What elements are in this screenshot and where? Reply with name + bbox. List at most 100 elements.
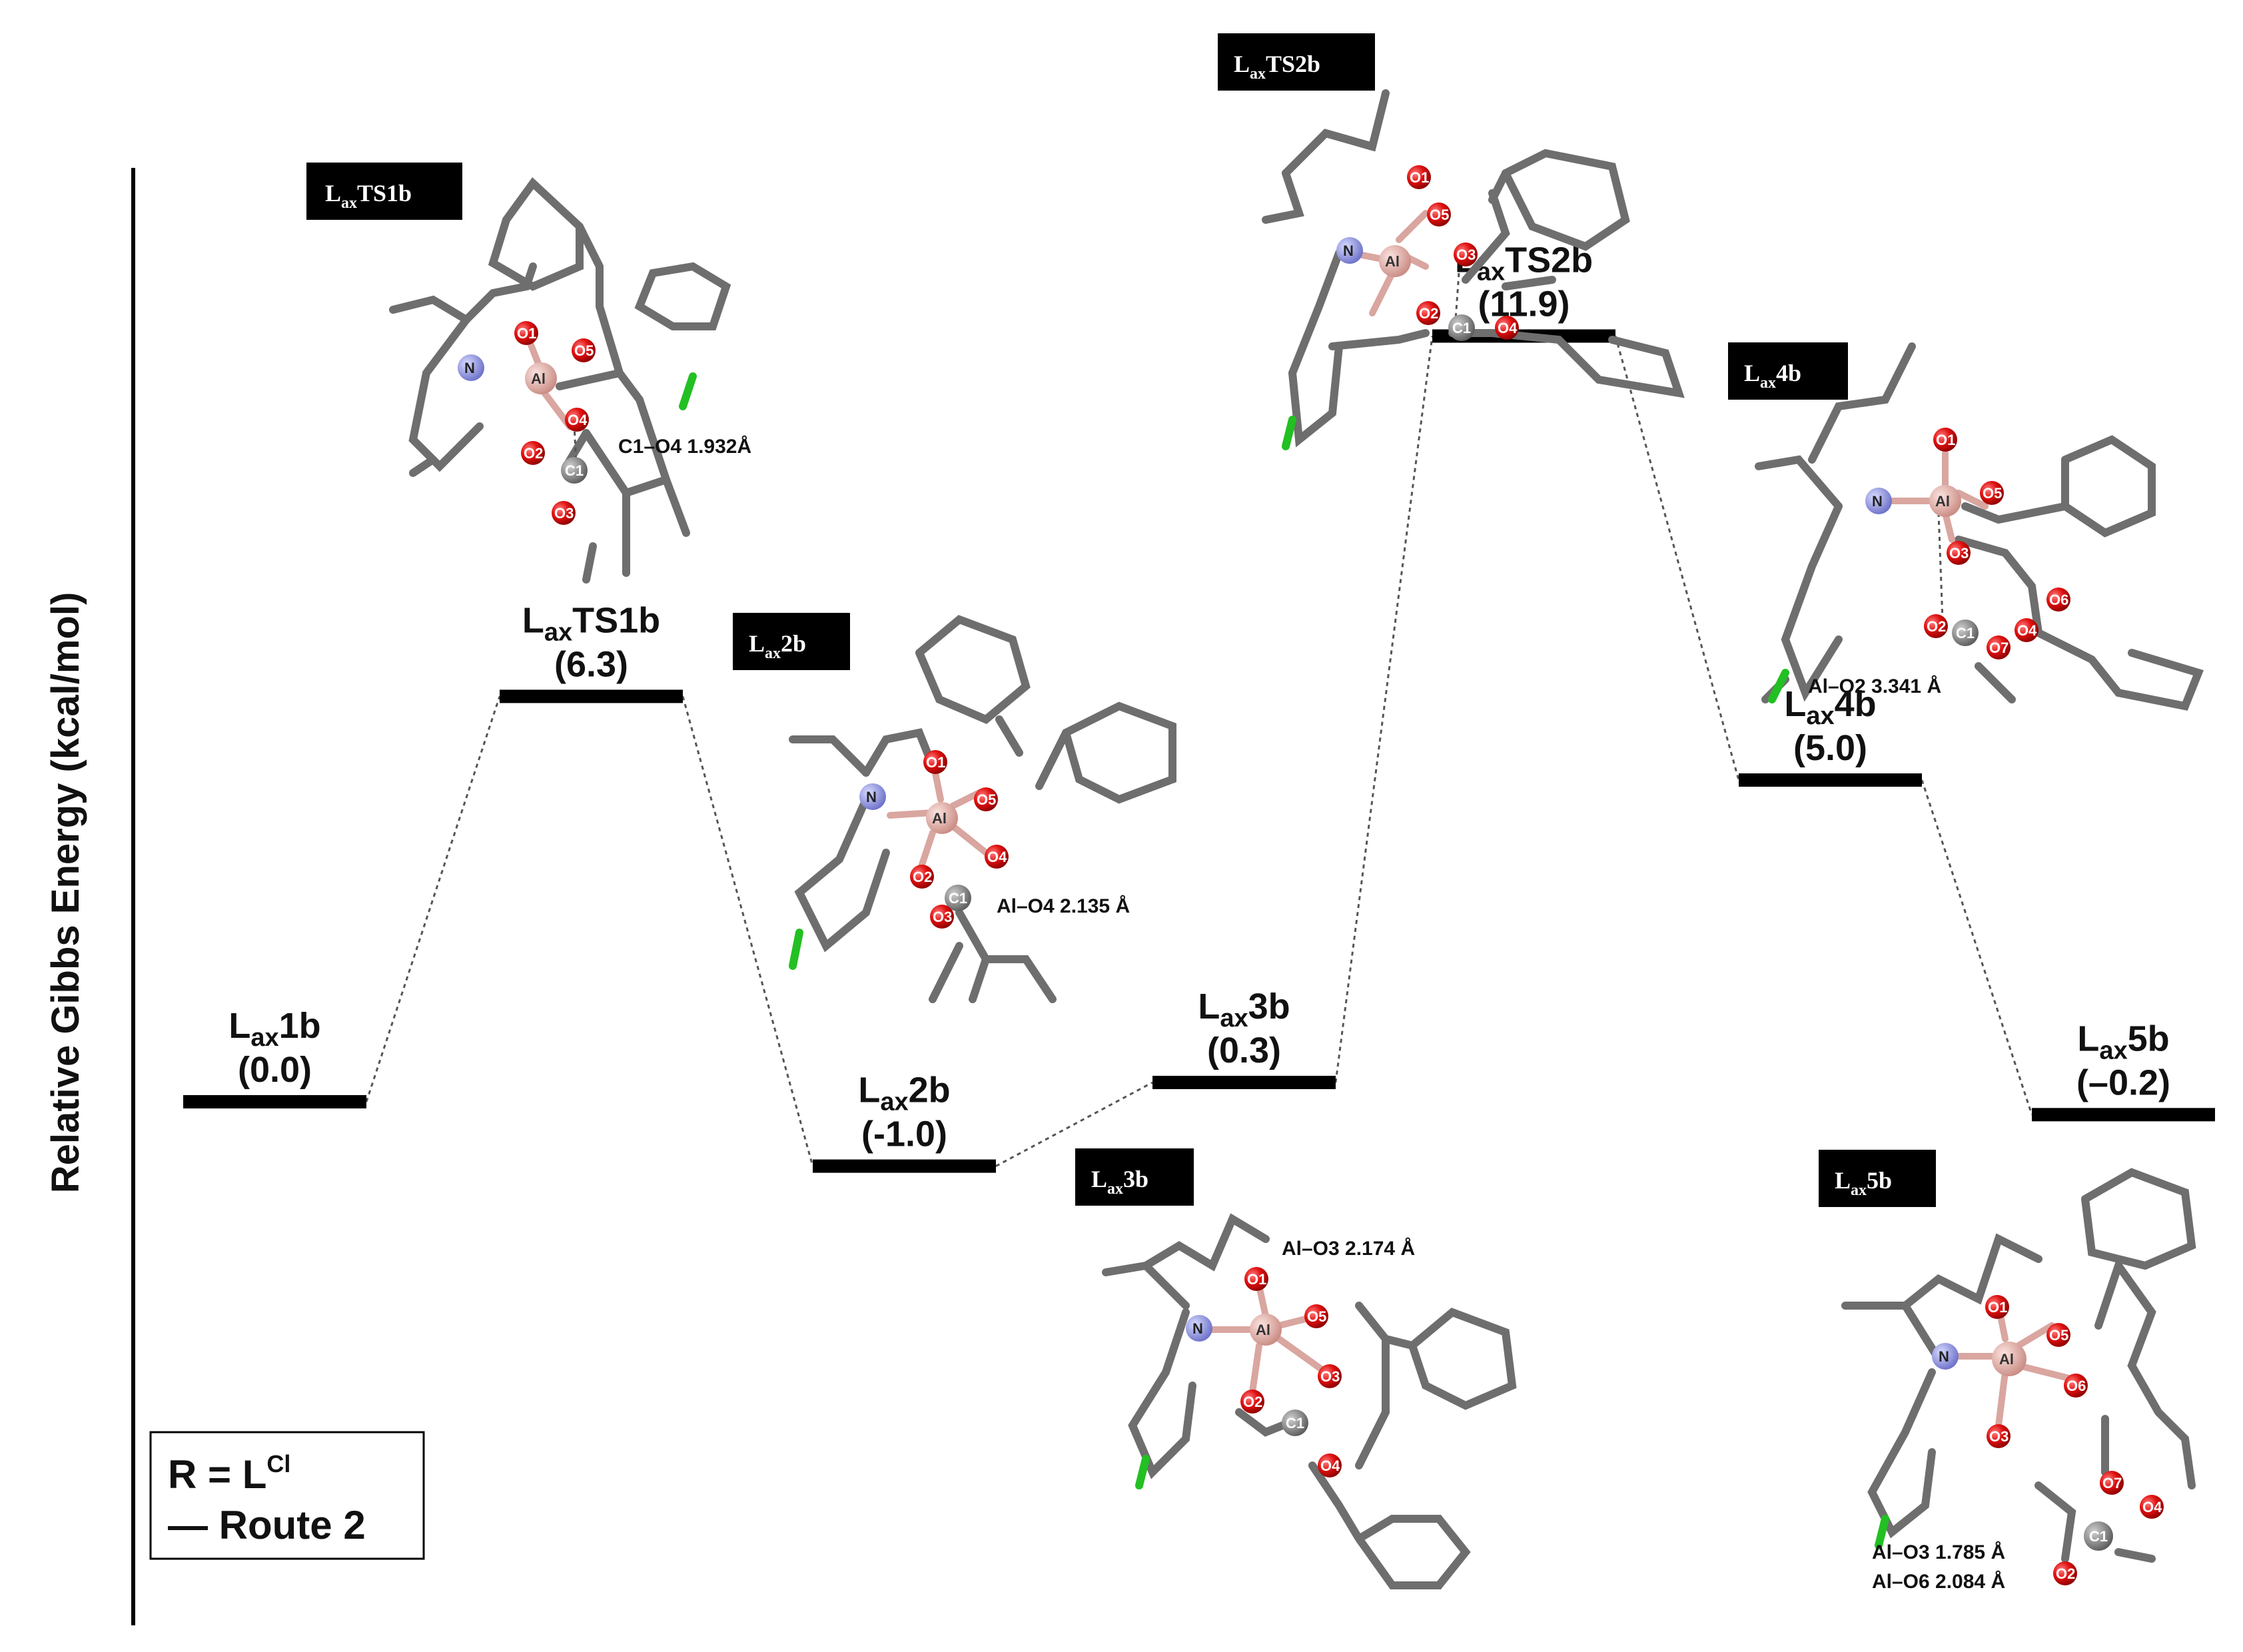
connector-1b-TS1b <box>365 695 501 1102</box>
svg-text:Lax2b: Lax2b <box>749 630 806 662</box>
annotation-4b: Al–O2 3.341 Å <box>1808 675 1941 697</box>
chlorine-3b <box>1135 1455 1150 1489</box>
level-name-2b: Lax2b <box>858 1070 950 1116</box>
svg-text:N: N <box>1939 1348 1949 1365</box>
svg-text:O7: O7 <box>1989 639 2009 656</box>
level-bar-3b <box>1152 1076 1336 1090</box>
svg-text:LaxTS1b: LaxTS1b <box>325 180 412 212</box>
svg-text:O3: O3 <box>1456 246 1476 263</box>
level-name-3b: Lax3b <box>1198 987 1290 1032</box>
svg-text:N: N <box>1192 1320 1203 1337</box>
svg-text:O5: O5 <box>2049 1327 2068 1344</box>
4b-atoms: N Al O1 O5 O3 O6 O2 C1 O4 O7 <box>1865 428 2070 659</box>
level-bar-1b <box>183 1095 366 1108</box>
structure-3b: Lax3b N Al O1 O5 O3 O2 C1 O4 <box>1075 1148 1517 1589</box>
structure-label-box-ts1b: LaxTS1b <box>306 163 462 220</box>
chlorine-5b <box>1875 1515 1889 1549</box>
level-bar-4b <box>1739 773 1922 787</box>
annotation-3b: Al–O3 2.174 Å <box>1282 1238 1415 1260</box>
svg-text:C1: C1 <box>1286 1415 1304 1432</box>
svg-text:O6: O6 <box>2066 1378 2086 1394</box>
level-bar-2b <box>813 1159 996 1173</box>
level-value-TS1b: (6.3) <box>554 644 628 684</box>
svg-text:O4: O4 <box>987 849 1007 865</box>
svg-text:O3: O3 <box>1989 1428 2009 1445</box>
level-name-5b: Lax5b <box>2077 1019 2169 1064</box>
connector-2b-3b <box>995 1081 1153 1167</box>
svg-text:O4: O4 <box>2017 622 2037 639</box>
structure-ts2b: LaxTS2b N Al O1 O5 O3 O2 <box>1218 33 1685 450</box>
structure-label-box-2b: Lax2b <box>733 613 850 670</box>
svg-text:N: N <box>866 789 877 805</box>
structure-label-box-5b: Lax5b <box>1819 1150 1936 1207</box>
annotation-2b: Al–O4 2.135 Å <box>997 895 1130 917</box>
structure-5b: Lax5b N Al O1 O5 O6 O3 O7 O4 C <box>1819 1150 2196 1593</box>
svg-text:Al: Al <box>1256 1322 1270 1338</box>
structure-label-box-4b: Lax4b <box>1728 342 1848 400</box>
svg-text:LaxTS2b: LaxTS2b <box>1234 51 1320 83</box>
svg-text:O3: O3 <box>933 909 952 925</box>
svg-text:O1: O1 <box>517 325 536 342</box>
svg-text:Al: Al <box>1385 253 1400 270</box>
svg-text:O2: O2 <box>913 869 932 885</box>
annotation-5b-line2: Al–O6 2.084 Å <box>1872 1571 2005 1593</box>
level-value-4b: (5.0) <box>1793 728 1867 768</box>
svg-text:Al: Al <box>1999 1351 2014 1368</box>
4b-long-contact <box>1937 512 1944 620</box>
level-bar-5b <box>2032 1108 2215 1122</box>
chlorine-2b <box>789 929 803 970</box>
legend: R = LCl — Route 2 <box>149 1431 425 1560</box>
structure-label-box-ts2b: LaxTS2b <box>1218 33 1375 91</box>
level-value-5b: (–0.2) <box>2076 1062 2170 1102</box>
svg-text:O3: O3 <box>554 505 574 522</box>
svg-text:O2: O2 <box>2056 1565 2075 1582</box>
svg-text:O6: O6 <box>2049 592 2068 608</box>
svg-text:N: N <box>1343 242 1354 259</box>
structure-ts1b: LaxTS1b N Al O1 O5 O4 <box>306 163 751 584</box>
level-value-3b: (0.3) <box>1207 1031 1281 1070</box>
legend-line-2: — Route 2 <box>168 1503 366 1547</box>
5b-bonds <box>1841 1168 2196 1563</box>
chlorine-ts1b <box>679 372 697 410</box>
structure-label-box-3b: Lax3b <box>1075 1148 1194 1206</box>
y-axis-label: Relative Gibbs Energy (kcal/mol) <box>44 592 87 1194</box>
level-name-1b: Lax1b <box>228 1006 320 1052</box>
svg-text:Lax5b: Lax5b <box>1835 1167 1892 1199</box>
connector-TS2b-4b <box>1614 336 1740 781</box>
svg-text:O5: O5 <box>1307 1308 1326 1325</box>
connector-3b-TS2b <box>1334 336 1434 1083</box>
svg-text:C1: C1 <box>2089 1528 2108 1545</box>
svg-text:Al: Al <box>932 810 947 827</box>
annotation-ts1b: C1–O4 1.932Å <box>618 436 751 458</box>
level-value-2b: (-1.0) <box>861 1114 947 1154</box>
energy-levels: Lax1b(0.0)LaxTS1b(6.3)Lax2b(-1.0)Lax3b(0… <box>183 240 2215 1173</box>
chlorine-ts2b <box>1282 416 1296 450</box>
svg-text:O1: O1 <box>1936 432 1955 448</box>
svg-text:Al: Al <box>1935 493 1950 510</box>
svg-text:O1: O1 <box>1988 1299 2007 1316</box>
legend-line-1: R = LCl <box>168 1450 290 1497</box>
svg-text:O4: O4 <box>1498 320 1518 336</box>
svg-text:O4: O4 <box>568 412 588 428</box>
5b-atoms: N Al O1 O5 O6 O3 O7 O4 C1 O2 <box>1932 1295 2164 1585</box>
ts2b-bonds <box>1262 89 1685 448</box>
svg-text:O5: O5 <box>977 791 996 808</box>
ts2b-atoms: N Al O1 O5 O3 O2 C1 O4 <box>1336 165 1519 341</box>
2b-bonds <box>789 615 1176 1003</box>
svg-text:C1: C1 <box>565 462 584 479</box>
connector-TS1b-2b <box>681 696 814 1166</box>
structure-2b: Lax2b N Al O1 O5 O4 O2 C1 <box>733 613 1176 1003</box>
connector-4b-5b <box>1921 779 2033 1115</box>
annotation-5b-line1: Al–O3 1.785 Å <box>1872 1541 2005 1563</box>
structure-4b: Lax4b N Al O1 O5 O3 O6 O2 C1 <box>1728 342 2204 711</box>
svg-text:O5: O5 <box>1430 206 1449 223</box>
svg-text:Lax4b: Lax4b <box>1744 360 1801 392</box>
3b-bonds <box>1102 1213 1517 1589</box>
svg-text:C1: C1 <box>1452 320 1471 336</box>
chlorine-4b <box>1768 669 1789 703</box>
svg-text:N: N <box>1872 493 1883 510</box>
3b-atoms: N Al O1 O5 O3 O2 C1 O4 <box>1186 1267 1342 1477</box>
connector-lines <box>365 336 2033 1167</box>
svg-text:O5: O5 <box>1983 485 2002 502</box>
